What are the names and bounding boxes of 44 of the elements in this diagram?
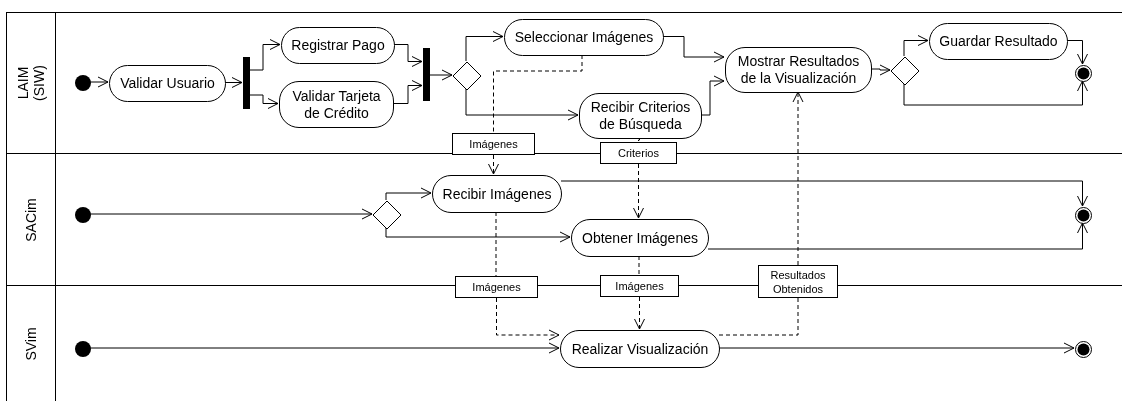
control-flow-arrow: [385, 187, 432, 201]
control-flow-arrow: [89, 342, 560, 354]
control-flow-arrow: [248, 39, 281, 71]
object-flow-arrow: [488, 154, 499, 175]
object-node: Resultados Obtenidos: [758, 265, 838, 298]
control-flow-arrow: [224, 77, 243, 88]
control-flow-arrow: [465, 31, 504, 62]
control-flow-arrow: [393, 44, 423, 67]
control-flow-arrow: [707, 222, 1088, 250]
control-flow-arrow: [903, 35, 929, 57]
action-node: Guardar Resultado: [929, 23, 1068, 60]
action-node: Registrar Pago: [281, 27, 395, 64]
control-flow-arrow: [465, 88, 579, 121]
object-node: Imágenes: [455, 276, 538, 298]
object-node: Criterios: [600, 142, 677, 164]
control-flow-arrow: [700, 75, 725, 116]
lane-label: SACim: [23, 196, 39, 244]
control-flow-arrow: [662, 36, 725, 63]
action-node: Recibir Imágenes: [432, 175, 562, 213]
object-flow-arrow: [792, 91, 804, 266]
action-node: Mostrar Resultados de la Visualización: [725, 47, 872, 93]
control-flow-arrow: [385, 227, 571, 243]
action-node: Recibir Criterios de Búsqueda: [579, 93, 702, 139]
object-flow-arrow: [634, 296, 645, 330]
control-flow-arrow: [89, 76, 109, 88]
action-node: Validar Usuario: [109, 65, 226, 102]
control-flow-arrow: [870, 64, 891, 76]
control-flow-arrow: [903, 80, 1088, 106]
object-flow-arrow: [496, 297, 560, 341]
control-flow-arrow: [248, 94, 279, 109]
object-node: Imágenes: [600, 275, 679, 297]
lane-label: SVim: [23, 325, 39, 363]
control-flow-arrow: [1066, 40, 1088, 65]
control-flow-arrow: [89, 208, 373, 220]
action-node: Realizar Visualización: [560, 330, 720, 368]
lane-label: LAIM (SIW): [15, 64, 47, 103]
object-flow-arrow: [633, 163, 644, 219]
control-flow-arrow: [392, 80, 423, 104]
control-flow-arrow: [718, 342, 1075, 354]
action-node: Obtener Imágenes: [571, 219, 709, 257]
control-flow-arrow: [560, 180, 1088, 207]
action-node: Validar Tarjeta de Crédito: [279, 81, 394, 128]
control-flow-arrow: [428, 69, 453, 81]
action-node: Seleccionar Imágenes: [504, 19, 664, 56]
